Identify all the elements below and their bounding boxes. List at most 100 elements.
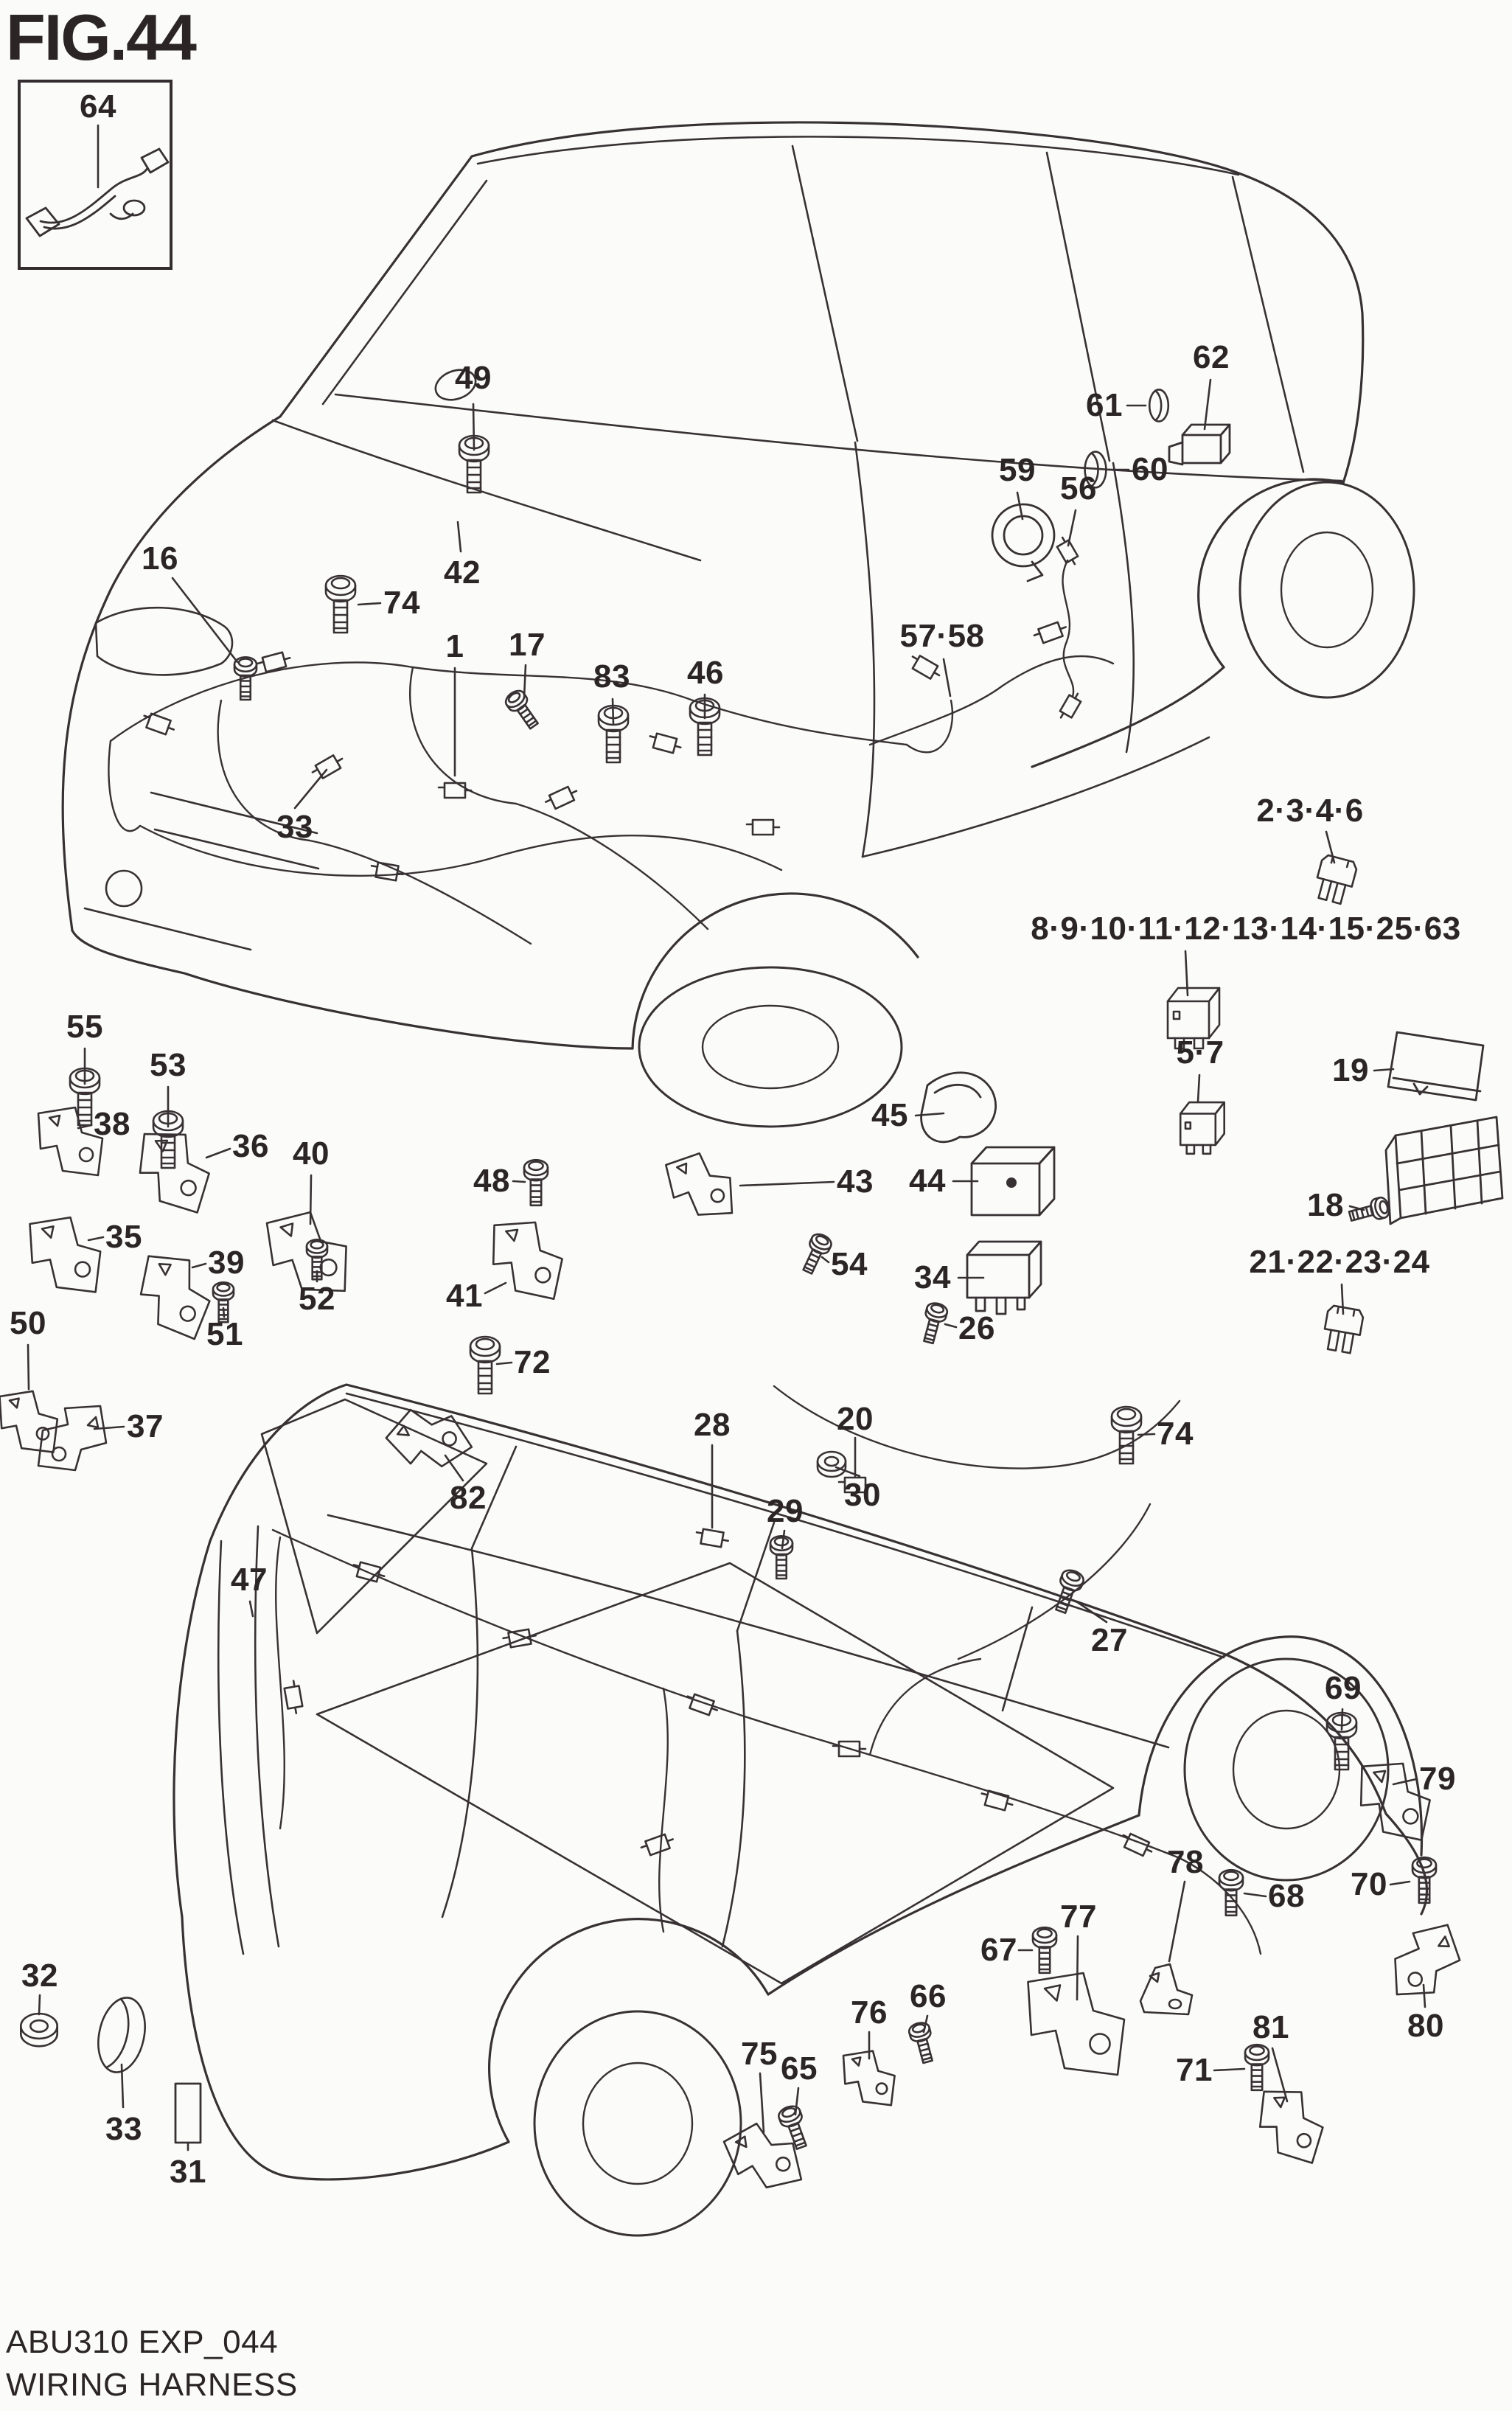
leader-line — [1389, 1880, 1411, 1886]
connector-icon — [745, 818, 781, 836]
cover-45-part — [920, 1071, 997, 1144]
callout-label-65: 65 — [781, 2050, 818, 2087]
callout-label-48: 48 — [473, 1163, 510, 1199]
callout-label-54: 54 — [831, 1246, 868, 1282]
wiring-harness-lines — [108, 559, 1262, 1955]
connector-icon — [906, 652, 944, 683]
steering-ring-part — [991, 503, 1056, 582]
bolt-icon — [1110, 1405, 1143, 1465]
screw-icon — [1049, 1566, 1087, 1616]
leader-line — [942, 658, 952, 697]
callout-label-74a: 74 — [383, 585, 420, 621]
leader-line — [1373, 1068, 1395, 1072]
leader-line — [171, 577, 239, 664]
callout-label-83: 83 — [593, 658, 630, 695]
callout-label-78: 78 — [1167, 1844, 1204, 1880]
relay-box-34-part — [966, 1240, 1042, 1315]
callout-label-82: 82 — [450, 1480, 487, 1516]
leader-line — [191, 1262, 207, 1269]
connector-icon — [349, 1559, 388, 1584]
relay-box-44-part — [970, 1146, 1056, 1217]
connector-icon — [683, 1691, 721, 1719]
callout-label-39: 39 — [208, 1245, 245, 1281]
car-bottom-outline — [173, 1383, 1429, 2237]
bolt-icon — [469, 1335, 501, 1395]
callout-label-32: 32 — [21, 1958, 58, 1994]
screw-icon — [1346, 1194, 1393, 1228]
leader-line — [821, 1256, 830, 1264]
callout-label-44: 44 — [909, 1163, 946, 1199]
callout-label-18: 18 — [1307, 1187, 1344, 1223]
callout-label-74b: 74 — [1157, 1416, 1194, 1452]
callout-label-28: 28 — [694, 1407, 731, 1443]
connector-icon — [638, 1831, 677, 1859]
bracket-icon — [29, 1216, 102, 1293]
leader-line — [523, 664, 527, 699]
leader-line — [38, 1994, 41, 2016]
callout-label-36: 36 — [232, 1128, 269, 1164]
callout-label-53: 53 — [150, 1047, 187, 1083]
connector-icon — [694, 1527, 731, 1549]
callout-label-21-22-23-24: 21·22·23·24 — [1249, 1244, 1430, 1280]
leader-line — [1422, 1983, 1426, 2008]
callout-label-75: 75 — [741, 2036, 778, 2072]
leader-line — [1392, 1778, 1418, 1786]
leader-line — [1168, 1880, 1186, 1963]
connector-icon — [282, 1679, 304, 1716]
figure-title: FIG.44 — [6, 1, 197, 74]
leader-line — [1016, 491, 1024, 521]
leader-line — [309, 1174, 313, 1225]
leader-line — [1203, 378, 1212, 431]
bolt-icon — [1031, 1926, 1058, 1975]
callout-label-16: 16 — [142, 540, 178, 577]
bolt-icon — [1411, 1856, 1438, 1904]
connector-icon — [255, 650, 293, 675]
relay-icon — [1179, 1101, 1225, 1155]
leader-line — [914, 1112, 945, 1117]
callout-label-8-row: 8·9·10·11·12·13·14·15·25·63 — [1031, 911, 1461, 947]
car-top-outline — [61, 121, 1415, 1128]
leader-line — [1340, 1283, 1345, 1315]
leader-line — [944, 1323, 958, 1329]
leader-line — [472, 403, 475, 451]
callout-label-59: 59 — [999, 452, 1036, 488]
leader-line — [87, 1236, 105, 1242]
bolt-icon — [1218, 1868, 1244, 1917]
screw-icon — [917, 1300, 950, 1346]
callout-label-71: 71 — [1176, 2052, 1213, 2088]
screw-icon — [906, 2019, 939, 2066]
fuse-icon — [1311, 852, 1359, 907]
callout-label-47: 47 — [231, 1562, 268, 1598]
callout-label-43: 43 — [837, 1163, 874, 1200]
callout-label-69: 69 — [1325, 1670, 1362, 1706]
bolt-icon — [523, 1158, 549, 1207]
callout-label-37: 37 — [127, 1408, 164, 1444]
bracket-icon — [0, 1390, 59, 1453]
leader-line — [1243, 1892, 1267, 1898]
callout-label-46: 46 — [687, 655, 724, 691]
callout-label-49: 49 — [455, 360, 492, 396]
leader-line — [1067, 509, 1077, 547]
callout-label-57-58: 57·58 — [899, 618, 985, 654]
bracket-icon — [1252, 2084, 1329, 2165]
strap-icon — [381, 1391, 476, 1486]
callout-label-68: 68 — [1268, 1878, 1305, 1914]
callout-label-70: 70 — [1351, 1866, 1387, 1902]
callout-label-67: 67 — [980, 1932, 1017, 1968]
callout-label-76: 76 — [851, 1994, 888, 2031]
leader-line — [357, 602, 382, 606]
grommet-icon — [20, 2012, 58, 2048]
callout-label-38: 38 — [94, 1106, 130, 1142]
callout-label-27: 27 — [1091, 1622, 1128, 1658]
callout-label-55: 55 — [66, 1009, 103, 1045]
callout-label-26: 26 — [958, 1310, 995, 1346]
callout-label-45: 45 — [871, 1097, 908, 1133]
callout-label-62: 62 — [1193, 339, 1230, 375]
callout-label-5-7: 5·7 — [1176, 1034, 1224, 1071]
callout-label-50: 50 — [10, 1305, 46, 1341]
callout-label-31: 31 — [170, 2154, 206, 2190]
connector-icon — [1056, 689, 1084, 723]
connector-icon — [1053, 535, 1081, 568]
callout-label-42: 42 — [444, 554, 481, 591]
